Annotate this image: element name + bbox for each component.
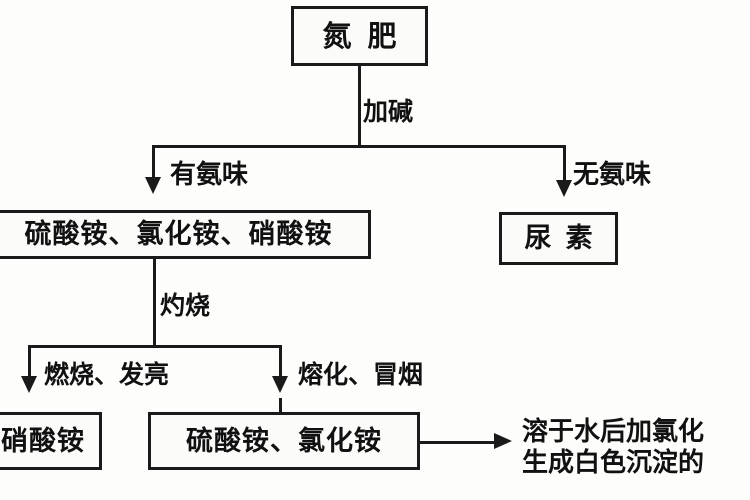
connector-burns-drop: [28, 345, 31, 379]
edge-label-add-alkali: 加碱: [363, 97, 414, 126]
node-ammonium-sulfate-chloride-label: 硫酸铵、氯化铵: [186, 425, 382, 457]
node-nitrogen-fertilizer-label: 氮肥: [322, 18, 413, 53]
arrowhead-result-note: [494, 433, 512, 449]
connector-fertilizer-stem: [358, 66, 361, 147]
edge-label-no-ammonia-smell: 无氨味: [573, 160, 652, 190]
result-note-text: 溶于水后加氯化 生成白色沉淀的: [522, 417, 750, 478]
connector-sulfate-box-stub: [279, 398, 282, 414]
result-note-line-2: 生成白色沉淀的: [522, 447, 705, 478]
edge-label-melts-smokes: 熔化、冒烟: [298, 360, 424, 389]
edge-label-burns-bright: 燃烧、发亮: [44, 360, 170, 389]
node-nitrogen-fertilizer: 氮肥: [291, 6, 428, 66]
node-urea-label: 尿素: [524, 223, 607, 254]
connector-result-note-line: [420, 441, 496, 444]
arrowhead-melts-branch: [272, 376, 288, 393]
node-ammonium-sulfate-chloride: 硫酸铵、氯化铵: [148, 412, 420, 470]
connector-split-bar-bottom: [28, 345, 282, 348]
connector-melts-drop: [279, 345, 282, 379]
node-ammonium-salts: 硫酸铵、氯化铵、硝酸铵: [0, 210, 371, 259]
connector-split-bar-top: [152, 145, 566, 148]
node-ammonium-nitrate: 硝酸铵: [0, 412, 102, 470]
arrowhead-left-branch: [145, 177, 161, 194]
connector-left-branch-drop: [152, 145, 155, 181]
edge-label-has-ammonia-smell: 有氨味: [170, 160, 249, 190]
node-ammonium-nitrate-label: 硝酸铵: [1, 425, 85, 457]
arrowhead-right-branch: [556, 180, 572, 197]
result-note-line-1: 溶于水后加氯化: [522, 417, 705, 447]
arrowhead-burns-branch: [21, 376, 37, 393]
edge-label-ignite: 灼烧: [160, 291, 211, 320]
connector-right-branch-drop: [563, 145, 566, 183]
connector-ignite-stem: [153, 259, 156, 347]
node-urea: 尿素: [499, 212, 618, 265]
node-ammonium-salts-label: 硫酸铵、氯化铵、硝酸铵: [24, 219, 333, 250]
